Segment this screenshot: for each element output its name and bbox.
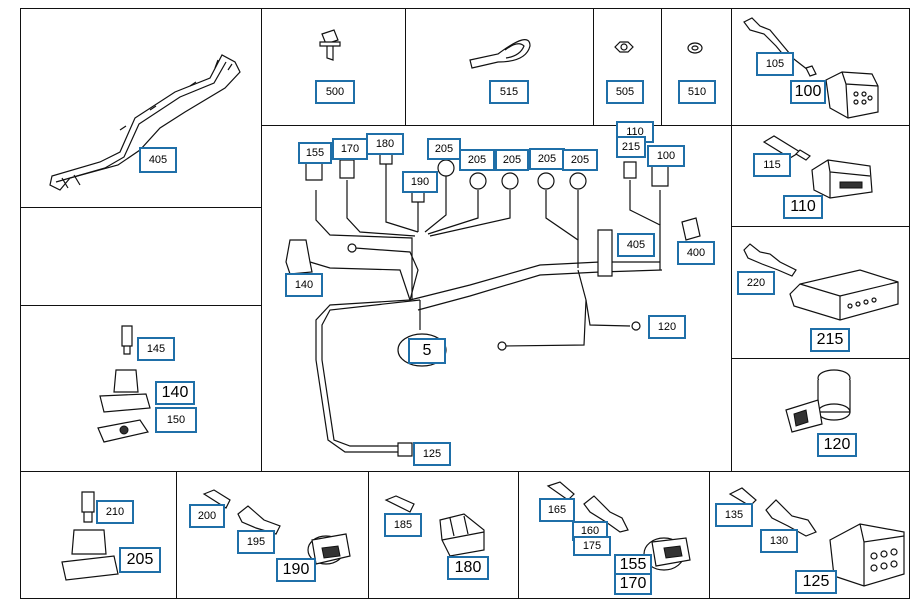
part-label-110[interactable]: 110 [783, 195, 823, 219]
cable-tie-515-drawing [469, 39, 531, 69]
part-label-115[interactable]: 115 [753, 153, 791, 177]
part-label-100[interactable]: 100 [790, 80, 826, 104]
part-label-510[interactable]: 510 [678, 80, 716, 104]
part-label-205[interactable]: 205 [459, 149, 495, 171]
part-label-405[interactable]: 405 [617, 233, 655, 257]
part-label-505[interactable]: 505 [606, 80, 644, 104]
part-label-120[interactable]: 120 [648, 315, 686, 339]
connector-190-drawing [307, 533, 351, 565]
terminal-130-drawing [765, 499, 817, 537]
part-label-195[interactable]: 195 [237, 530, 275, 554]
part-label-125[interactable]: 125 [413, 442, 451, 466]
terminal-220-drawing [743, 243, 797, 277]
part-label-150[interactable]: 150 [155, 407, 197, 433]
part-label-205[interactable]: 205 [119, 547, 161, 573]
bolt-500-drawing [319, 29, 341, 61]
sensor-145-drawing [121, 325, 133, 355]
washer-510-drawing [687, 42, 703, 54]
part-label-200[interactable]: 200 [189, 504, 225, 528]
part-label-100[interactable]: 100 [647, 145, 685, 167]
part-label-500[interactable]: 500 [315, 80, 355, 104]
part-label-405[interactable]: 405 [139, 147, 177, 173]
connector-125-drawing [829, 523, 905, 587]
terminal-195-drawing [237, 505, 281, 535]
cell-125 [709, 471, 910, 599]
sensor-140-drawing [99, 369, 151, 413]
part-label-205[interactable]: 205 [495, 149, 529, 171]
part-label-165[interactable]: 165 [539, 498, 575, 522]
clip-150-drawing [97, 419, 149, 443]
terminal-115-drawing [762, 135, 811, 161]
part-label-190[interactable]: 190 [276, 558, 316, 582]
connector-180-drawing [439, 513, 485, 557]
part-label-185[interactable]: 185 [384, 513, 422, 537]
part-label-205[interactable]: 205 [562, 149, 598, 171]
seal-185-drawing [384, 495, 415, 513]
part-label-215[interactable]: 215 [810, 328, 850, 352]
connector-120-drawing [785, 369, 851, 433]
sensor-205-drawing [61, 529, 119, 581]
part-label-105[interactable]: 105 [756, 52, 794, 76]
part-label-170[interactable]: 170 [614, 573, 652, 595]
part-label-190[interactable]: 190 [402, 171, 438, 193]
part-label-135[interactable]: 135 [715, 503, 753, 527]
part-label-215[interactable]: 215 [616, 136, 646, 158]
nut-505-drawing [614, 41, 634, 53]
part-label-205[interactable]: 205 [427, 138, 461, 160]
seal-135-drawing [728, 487, 757, 507]
part-label-205[interactable]: 205 [529, 148, 565, 170]
part-label-400[interactable]: 400 [677, 241, 715, 265]
seal-200-drawing [202, 489, 231, 509]
part-label-130[interactable]: 130 [760, 529, 798, 553]
part-label-175[interactable]: 175 [573, 536, 611, 556]
connector-100-drawing [825, 71, 879, 119]
sensor-210-drawing [81, 491, 95, 523]
part-label-120[interactable]: 120 [817, 433, 857, 457]
connector-110-drawing [811, 159, 873, 199]
bracket-405-drawing [49, 54, 241, 191]
part-label-180[interactable]: 180 [447, 556, 489, 580]
terminal-160-drawing [583, 495, 629, 533]
part-label-140[interactable]: 140 [155, 381, 195, 405]
part-label-515[interactable]: 515 [489, 80, 529, 104]
part-label-180[interactable]: 180 [366, 133, 404, 155]
part-label-170[interactable]: 170 [332, 138, 368, 160]
part-label-5[interactable]: 5 [408, 338, 446, 364]
part-label-155[interactable]: 155 [298, 142, 332, 164]
part-label-140[interactable]: 140 [285, 273, 323, 297]
part-label-145[interactable]: 145 [137, 337, 175, 361]
part-label-125[interactable]: 125 [795, 570, 837, 594]
seal-165-drawing [546, 481, 575, 501]
part-label-220[interactable]: 220 [737, 271, 775, 295]
connector-215-drawing [789, 269, 899, 321]
harness-drawing [285, 149, 701, 457]
part-label-210[interactable]: 210 [96, 500, 134, 524]
